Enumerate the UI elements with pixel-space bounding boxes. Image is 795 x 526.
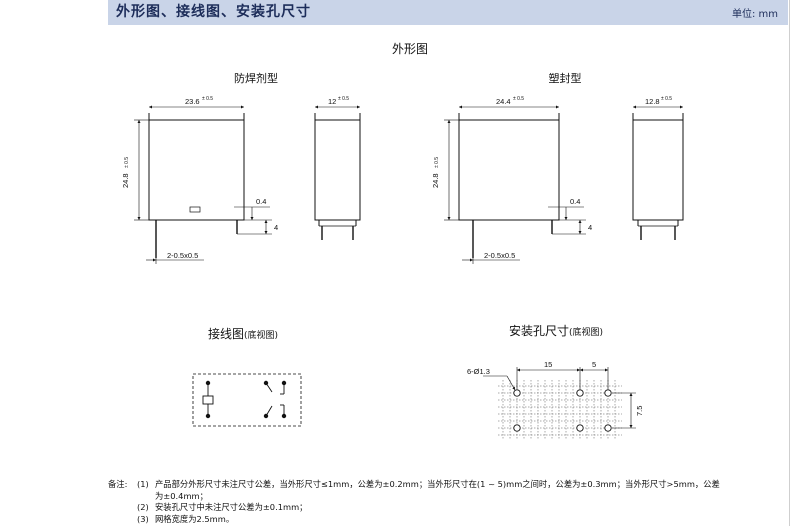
flux-pin-thickness: 0.4 [256, 197, 266, 206]
sealed-pin-length: 4 [588, 223, 592, 232]
note-text: 网格宽度为2.5mm。 [155, 513, 235, 524]
note-item-3: (3) 网格宽度为2.5mm。 [108, 514, 725, 526]
wiring-view-note: (底视图) [244, 331, 279, 341]
page-edge-rule [789, 0, 790, 526]
switch-contact-top-left [265, 382, 273, 393]
mounting-holes [513, 389, 612, 432]
hole-spacing-15: 15 [544, 360, 552, 369]
flux-front-view [134, 105, 272, 264]
flux-height-tol: ± 0.5 [124, 157, 130, 168]
notes-label: 备注: [108, 479, 128, 489]
notes-section: 备注: (1) 产品部分外形尺寸未注尺寸公差，当外形尺寸≤1mm，公差为±0.2… [108, 479, 725, 525]
sealed-width-dim: 24.4 [496, 97, 511, 106]
note-item-1: 备注: (1) 产品部分外形尺寸未注尺寸公差，当外形尺寸≤1mm，公差为±0.2… [108, 479, 725, 502]
flux-pin-spec: 2-0.5x0.5 [167, 251, 198, 260]
mounting-dim-labels: 15 5 7.5 6-Ø1.3 [467, 360, 644, 416]
hole-spacing-5: 5 [592, 360, 596, 369]
section-title: 外形图、接线图、安装孔尺寸 [116, 4, 311, 20]
sealed-height-tol: ± 0.5 [434, 157, 440, 168]
unit-label: 单位: mm [731, 9, 778, 20]
sealed-side-view [632, 105, 684, 240]
flux-pin-length: 4 [274, 223, 278, 232]
flux-front-dims: 23.6 ± 0.5 24.8 ± 0.5 0.4 4 2-0.5x0.5 [121, 96, 278, 260]
flux-depth-dim: 12 [328, 97, 336, 106]
sealed-depth-tol: ± 0.5 [661, 96, 672, 102]
flux-height-dim: 24.8 [121, 173, 130, 188]
outline-title: 外形图 [391, 42, 429, 56]
sealed-width-tol: ± 0.5 [513, 96, 524, 102]
mounting-dims [483, 367, 636, 429]
hole-count-diameter: 6-Ø1.3 [467, 367, 490, 376]
wiring-diagram [192, 373, 302, 427]
note-item-2: (2) 安装孔尺寸中未注尺寸公差为±0.1mm； [108, 502, 725, 514]
flux-width-dim: 23.6 [185, 97, 200, 106]
flux-depth-tol: ± 0.5 [338, 96, 349, 102]
flux-side-dims: 12 ± 0.5 [328, 96, 349, 106]
sealed-title: 塑封型 [548, 72, 582, 85]
switch-contact-bottom-left [265, 405, 273, 417]
flux-side-view [314, 105, 361, 240]
note-text: 产品部分外形尺寸未注尺寸公差，当外形尺寸≤1mm，公差为±0.2mm；当外形尺寸… [155, 479, 720, 501]
sealed-pin-spec: 2-0.5x0.5 [484, 251, 515, 260]
sealed-pin-thickness: 0.4 [570, 197, 580, 206]
flux-width-tol: ± 0.5 [202, 96, 213, 102]
mounting-view-note: (底视图) [569, 328, 604, 338]
sealed-front-view [444, 105, 586, 264]
mounting-title: 安装孔尺寸(底视图) [509, 324, 604, 338]
wiring-title: 接线图(底视图) [208, 327, 279, 341]
sealed-height-dim: 24.8 [431, 173, 440, 188]
sealed-depth-dim: 12.8 [645, 97, 660, 106]
section-header: 外形图、接线图、安装孔尺寸 单位: mm [108, 0, 788, 25]
hole-spacing-7-5: 7.5 [635, 406, 644, 416]
flux-proof-title: 防焊剂型 [234, 72, 278, 85]
coil-symbol [202, 395, 214, 405]
note-text: 安装孔尺寸中未注尺寸公差为±0.1mm； [155, 502, 308, 512]
sealed-side-dims: 12.8 ± 0.5 [645, 96, 672, 106]
sealed-front-dims: 24.4 ± 0.5 24.8 ± 0.5 0.4 4 2-0.5x0.5 [431, 96, 592, 260]
